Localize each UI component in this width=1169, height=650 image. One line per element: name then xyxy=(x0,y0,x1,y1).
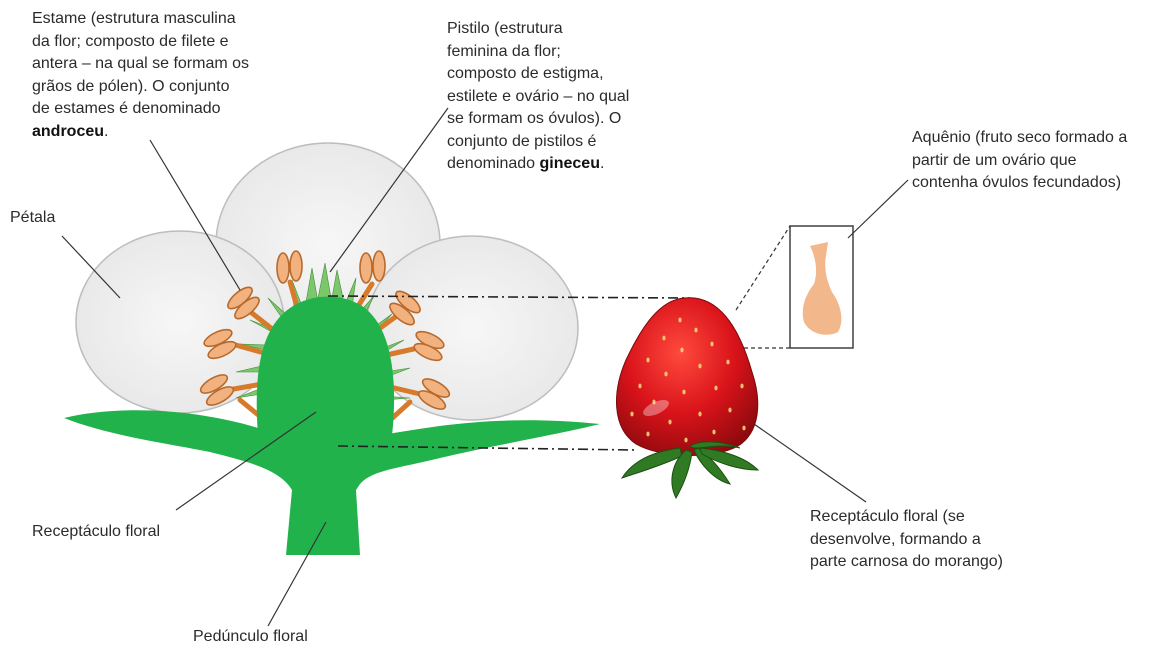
petal-right xyxy=(366,236,578,420)
label-aquenio: Aquênio (fruto seco formado a partir de … xyxy=(912,127,1167,195)
label-receptaculo-flor: Receptáculo floral xyxy=(32,521,160,544)
label-petala: Pétala xyxy=(10,207,55,230)
label-pedunculo: Pedúnculo floral xyxy=(193,626,308,649)
term-androceu: androceu xyxy=(32,123,104,140)
leader-aquenio xyxy=(848,180,908,238)
strawberry xyxy=(617,298,758,498)
strawberry-body xyxy=(617,298,758,456)
label-estame: Estame (estrutura masculina da flor; com… xyxy=(32,8,322,143)
term-gineceu: gineceu xyxy=(540,155,600,172)
label-receptaculo-morango: Receptáculo floral (se desenvolve, forma… xyxy=(810,506,1070,574)
leader-receptaculo-morango xyxy=(754,424,866,502)
label-pistilo: Pistilo (estrutura feminina da flor; com… xyxy=(447,18,707,176)
achene-inset xyxy=(736,226,853,348)
